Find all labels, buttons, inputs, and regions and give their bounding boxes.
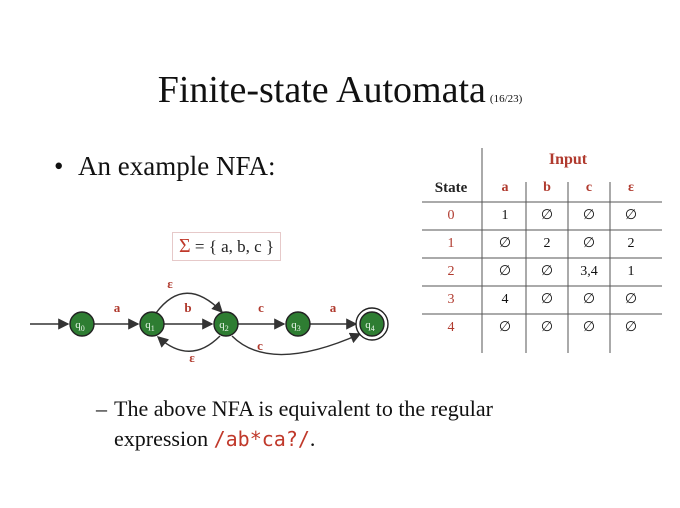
table-cell: ∅ (582, 292, 596, 307)
title-text: Finite-state Automata (157, 69, 486, 111)
page-counter: (16/23) (489, 93, 523, 105)
table-cell: ∅ (582, 320, 596, 335)
row-state: 3 (447, 292, 455, 307)
transition-label: c (257, 338, 263, 353)
state-q1 (139, 311, 165, 337)
table-cell: 2 (543, 236, 551, 251)
transition-label: ε (167, 276, 173, 291)
slide-title: Finite-state Automata(16/23) (0, 68, 680, 121)
row-state: 4 (447, 320, 455, 335)
bullet-item: • An example NFA: (54, 150, 275, 182)
transition-label: ε (189, 350, 195, 365)
note-line2-suffix: . (309, 426, 316, 451)
state-label: q3 (291, 319, 301, 333)
transition-label: b (184, 300, 191, 315)
table-cell: 4 (501, 292, 509, 307)
row-state: 2 (447, 264, 455, 279)
table-cell: 2 (627, 236, 635, 251)
state-q2 (213, 311, 239, 337)
note-line2-prefix: expression (114, 426, 214, 451)
transition-q2-q1 (156, 335, 221, 352)
regex-expression: /ab*ca?/ (213, 427, 310, 451)
transition-label: a (330, 300, 337, 315)
row-state: 0 (447, 208, 455, 223)
transition-q1-q2 (155, 292, 223, 314)
note-dash: – (96, 396, 107, 421)
symbol-header: ε (628, 180, 634, 195)
state-label: q4 (365, 319, 375, 333)
table-grid (422, 148, 662, 353)
symbol-header: a (501, 180, 509, 195)
note-line1: The above NFA is equivalent to the regul… (114, 396, 493, 421)
bullet-marker: • (54, 151, 64, 181)
state-q3 (285, 311, 311, 337)
table-cell: ∅ (624, 320, 638, 335)
table-cell: ∅ (624, 292, 638, 307)
table-cell: ∅ (498, 236, 512, 251)
state-label: q1 (145, 319, 155, 333)
table-cell: ∅ (540, 320, 554, 335)
table-cell: ∅ (498, 320, 512, 335)
state-label: q0 (75, 319, 85, 333)
nfa-states: q0 q1 q2 q3 q4 (69, 307, 389, 341)
transition-q2-q4 (231, 332, 362, 356)
state-q0 (69, 311, 95, 337)
alphabet-text: = { a, b, c } (194, 237, 275, 256)
state-q4 (359, 311, 385, 337)
row-state: 1 (447, 236, 455, 251)
table-cell: 1 (501, 208, 509, 223)
table-cell: ∅ (624, 208, 638, 223)
state-header: State (434, 180, 468, 196)
table-cell: ∅ (582, 236, 596, 251)
table-cell: ∅ (540, 292, 554, 307)
sigma-symbol: Σ (179, 235, 191, 257)
input-header: Input (548, 151, 588, 168)
transition-label: a (114, 300, 121, 315)
symbol-header: b (543, 180, 551, 195)
table-cell: ∅ (540, 264, 554, 279)
nfa-edges (30, 292, 362, 356)
transition-label: c (258, 300, 264, 315)
table-cell: ∅ (582, 208, 596, 223)
table-cell: 3,4 (580, 264, 598, 279)
alphabet-definition: Σ = { a, b, c } (172, 232, 282, 261)
bullet-text: An example NFA: (78, 151, 276, 181)
note: –The above NFA is equivalent to the regu… (96, 394, 656, 454)
table-cell: 1 (627, 264, 635, 279)
table-cell: ∅ (498, 264, 512, 279)
table-cell: ∅ (540, 208, 554, 223)
symbol-header: c (585, 180, 593, 195)
state-label: q2 (219, 319, 229, 333)
